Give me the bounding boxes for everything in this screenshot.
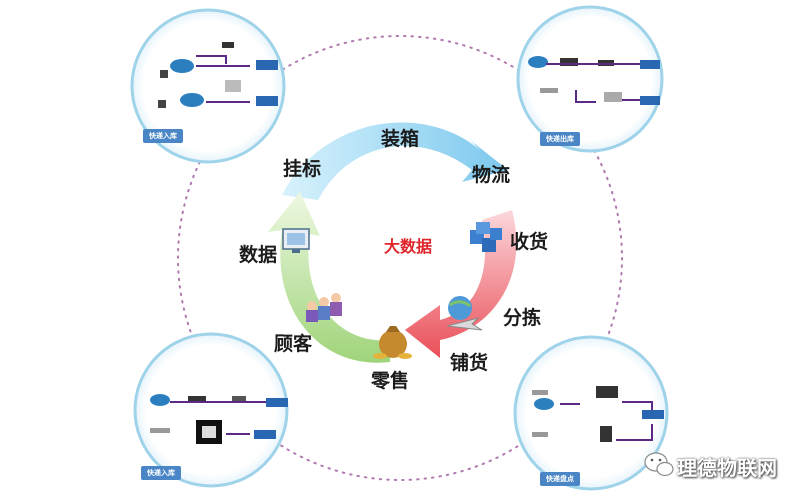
corner-tag-bottom-left: 快递入库 — [141, 466, 181, 480]
servers-icon — [470, 222, 502, 252]
step-label-shuju: 数据 — [239, 244, 278, 266]
computer-icon — [282, 228, 310, 253]
corner-circle-top-left — [130, 8, 286, 164]
corner-tag-bottom-right: 快递盘点 — [540, 472, 580, 486]
corner-tag-top-left: 快递入库 — [143, 129, 183, 143]
corner-tag-top-right: 快递出库 — [540, 132, 580, 146]
center-label-big-data: 大数据 — [384, 237, 433, 256]
globe-plane-icon — [446, 296, 483, 331]
dotted-ring — [177, 35, 623, 481]
wechat-icon — [644, 452, 674, 477]
corner-circle-bottom-right — [513, 335, 669, 491]
step-label-guabiao: 挂标 — [283, 158, 322, 180]
corner-circle-bottom-left — [133, 332, 289, 488]
corner-circle-top-right — [516, 5, 664, 153]
step-label-zhuangxiang: 装箱 — [381, 128, 420, 150]
step-label-puhuo: 铺货 — [450, 352, 489, 374]
step-label-shouhuo: 收货 — [510, 231, 549, 253]
step-label-guke: 顾客 — [274, 333, 313, 355]
people-icon — [306, 293, 342, 322]
money-bag-icon — [373, 326, 412, 359]
step-label-wuliu: 物流 — [472, 164, 511, 186]
arrow-top — [282, 122, 508, 200]
step-label-fenjian: 分拣 — [503, 307, 542, 329]
watermark-text: 理德物联网 — [677, 456, 777, 480]
step-label-lingshou: 零售 — [371, 370, 410, 392]
